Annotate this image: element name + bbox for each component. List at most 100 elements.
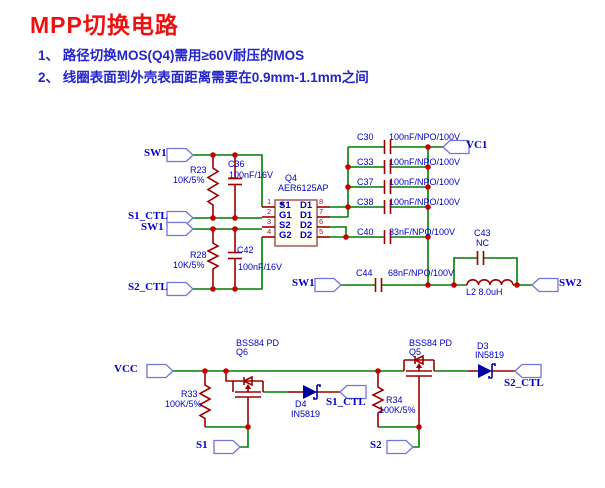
val-c44: 68nF/NPO/100V: [388, 268, 455, 278]
capacitor-C37: [383, 180, 392, 194]
port-s2: [386, 439, 414, 455]
resistor-R28: [206, 229, 220, 289]
ref-q5: Q5: [409, 347, 422, 357]
chip-d1a: D1: [300, 200, 313, 211]
port-s2-ctl: [166, 281, 194, 297]
ref-c43: C43: [474, 228, 491, 238]
chip-s1: S1: [279, 200, 291, 211]
val-q4: AER6125AP: [278, 183, 329, 193]
port-s2-ctl-b: [514, 363, 542, 379]
ref-c33: C33: [357, 157, 374, 167]
port-label-sw2: SW2: [559, 277, 582, 289]
ref-r23: R23: [190, 165, 207, 175]
pin-5: 5: [319, 227, 324, 236]
capacitor-C36: [228, 155, 242, 218]
val-r33: 100K/5%: [165, 399, 202, 409]
inductor-L2: [466, 279, 514, 286]
ref-d3: D3: [477, 341, 489, 351]
ref-c40: C40: [357, 227, 374, 237]
val-c42: 100nF/16V: [238, 262, 283, 272]
wires: [173, 146, 532, 448]
port-label-vcc: VCC: [114, 363, 138, 375]
capacitor-C43: [476, 251, 485, 265]
port-label-s2-ctl-b: S2_CTL: [504, 377, 544, 389]
port-label-sw1-b: SW1: [141, 221, 164, 233]
port-vc1: [442, 139, 470, 155]
part-d3: IN5819: [475, 350, 505, 360]
ref-c42: C42: [237, 245, 254, 255]
pin-4: 4: [267, 227, 272, 236]
pin-7: 7: [319, 207, 324, 216]
pin-8: 8: [319, 197, 324, 206]
port-sw1-a: [166, 147, 194, 163]
ref-r33: R33: [181, 389, 198, 399]
port-label-s1: S1: [196, 439, 208, 451]
val-r23: 10K/5%: [173, 175, 205, 185]
port-label-s2: S2: [370, 439, 382, 451]
ref-q4: Q4: [285, 173, 298, 183]
diode-D3: [478, 363, 496, 379]
val-c30: 100nF/NPO/100V: [389, 132, 461, 142]
pin-6: 6: [319, 217, 324, 226]
capacitor-C33: [383, 160, 392, 174]
chip-g1: G1: [279, 210, 292, 221]
val-c36: 100nF/16V: [229, 170, 274, 180]
ref-r28: R28: [190, 250, 207, 260]
capacitor-C38: [383, 200, 392, 214]
pin-1: 1: [267, 197, 272, 206]
junction-dots: [202, 144, 520, 430]
port-label-sw1-c: SW1: [292, 277, 315, 289]
capacitor-C40: [383, 230, 392, 244]
chip-q4-pins: [262, 206, 330, 238]
port-label-s2-ctl: S2_CTL: [128, 281, 168, 293]
resistor-R34: [371, 371, 385, 427]
ref-q6: Q6: [236, 347, 249, 357]
pin1-dot: [280, 202, 284, 206]
ref-c36: C36: [228, 159, 245, 169]
ref-r34: R34: [386, 395, 403, 405]
val-c37: 100nF/NPO/100V: [389, 177, 461, 187]
port-s1-ctl-b: [339, 384, 367, 400]
val-c40: 33nF/NPO/100V: [389, 227, 456, 237]
ref-d4: D4: [295, 399, 307, 409]
chip-q4: [262, 199, 330, 247]
port-label-s1-ctl-b: S1_CTL: [326, 396, 366, 408]
resistor-R33: [198, 371, 212, 427]
ref-c30: C30: [357, 132, 374, 142]
port-label-s1-ctl: S1_CTL: [128, 210, 168, 222]
ports: [146, 139, 559, 455]
capacitor-C44: [374, 278, 383, 292]
ref-c38: C38: [357, 197, 374, 207]
note-1: 1、 路径切换MOS(Q4)需用≥60V耐压的MOS: [38, 48, 305, 63]
port-vcc: [146, 363, 174, 379]
port-sw1-c: [314, 277, 342, 293]
val-r28: 10K/5%: [173, 260, 205, 270]
chip-d2b: D2: [300, 230, 313, 241]
ref-c37: C37: [357, 177, 374, 187]
diode-D4: [303, 384, 321, 400]
ref-l2: L2 8.0uH: [466, 287, 503, 297]
port-sw2: [531, 277, 559, 293]
page-title: MPP切换电路: [30, 12, 179, 38]
chip-s2: S2: [279, 220, 291, 231]
chip-d2a: D2: [300, 220, 313, 231]
port-label-sw1-a: SW1: [144, 147, 167, 159]
note-2: 2、 线圈表面到外壳表面距离需要在0.9mm-1.1mm之间: [38, 70, 369, 85]
pin-2: 2: [267, 207, 272, 216]
chip-d1b: D1: [300, 210, 313, 221]
part-q5: BSS84 PD: [409, 338, 453, 348]
red-wires: [225, 370, 515, 427]
port-sw1-b: [166, 221, 194, 237]
part-q6: BSS84 PD: [236, 338, 280, 348]
capacitor-C42: [228, 229, 242, 289]
ref-c44: C44: [356, 268, 373, 278]
port-s1: [213, 439, 241, 455]
val-c43: NC: [476, 238, 489, 248]
pin-3: 3: [267, 217, 272, 226]
part-d4: IN5819: [291, 409, 321, 419]
transistor-Q5: [403, 354, 435, 377]
val-r34: 100K/5%: [379, 405, 416, 415]
val-c38: 100nF/NPO/100V: [389, 197, 461, 207]
